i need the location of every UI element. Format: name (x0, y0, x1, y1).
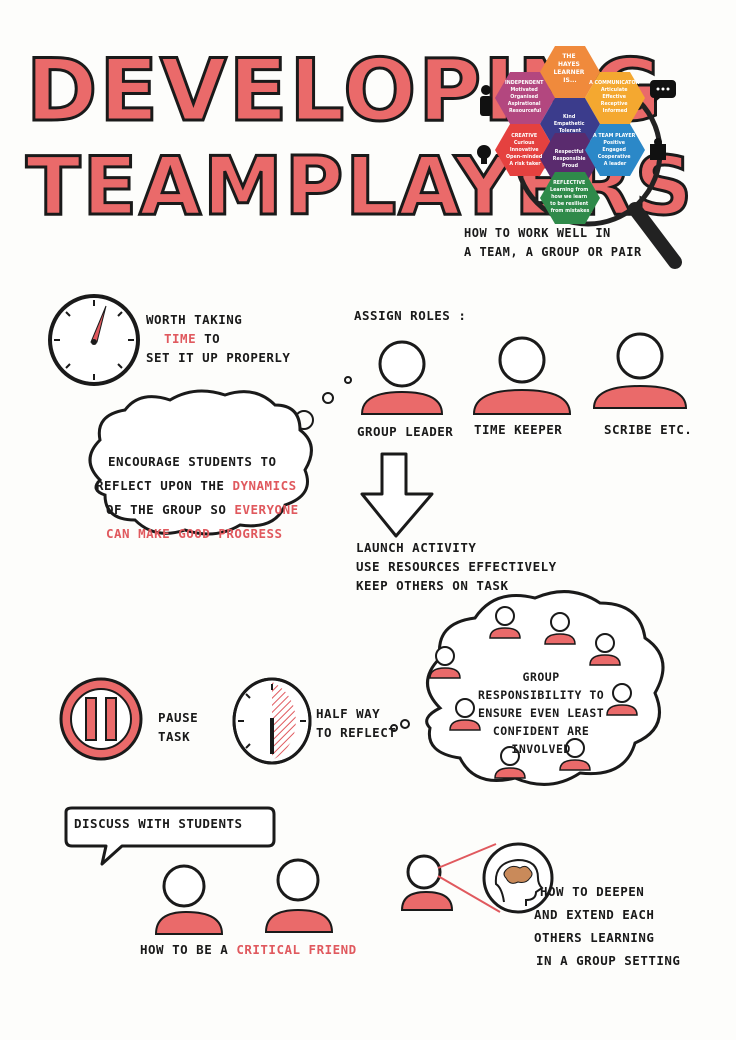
assign-roles-heading: ASSIGN ROLES : (354, 308, 467, 323)
person-scribe (592, 332, 688, 409)
thought-cloud-reflect (88, 376, 352, 536)
svg-text:REFLECTIVE Learning from: REFLECTIVE Learning from how we learn to… (550, 180, 590, 214)
puzzle-icon (650, 138, 666, 160)
halfway-text: HALF WAY TO REFLECT (316, 706, 397, 740)
group-cloud-text: GROUP RESPONSIBILITY TO ENSURE EVEN LEAS… (478, 670, 605, 756)
svg-text:CREATIVE Curious Innov: CREATIVE Curious Innovative Open-minded … (506, 133, 544, 167)
role-label-group-leader: GROUP LEADER (357, 424, 454, 439)
launch-text: LAUNCH ACTIVITY USE RESOURCES EFFECTIVEL… (356, 540, 557, 593)
time-note: WORTH TAKING TIME TO SET IT UP PROPERLY (146, 312, 291, 365)
pause-task-text: PAUSE TASK (158, 710, 199, 744)
discuss-text: DISCUSS WITH STUDENTS (74, 816, 243, 831)
hayes-learner-hexagons: THE HAYES LEARNER IS... INDEPENDENT Moti… (477, 46, 682, 269)
person-thinker (400, 854, 454, 911)
intro-text: HOW TO WORK WELL IN A TEAM, A GROUP OR P… (464, 226, 642, 259)
svg-text:INDEPENDENT Motivated: INDEPENDENT Motivated Organised Aspirati… (505, 80, 545, 114)
pause-icon (59, 677, 143, 761)
person-group-leader (360, 340, 444, 415)
svg-text:Kind Empathetic Tolera: Kind Empathetic Tolerant (554, 114, 586, 134)
svg-text:A TEAM PLAYER Positive: A TEAM PLAYER Positive Engaged Cooperati… (593, 133, 637, 167)
role-label-time-keeper: TIME KEEPER (474, 422, 563, 437)
lightbulb-icon (477, 145, 491, 164)
speech-bubble (64, 806, 276, 866)
deepen-text: HOW TO DEEPEN AND EXTEND EACH OTHERS LEA… (534, 884, 681, 968)
brain-zoom-figure (400, 842, 554, 914)
down-arrow-icon (360, 452, 434, 538)
clock-icon (48, 294, 140, 386)
person-friend-1 (154, 864, 224, 935)
half-clock-icon (232, 677, 312, 765)
thought-dots (390, 719, 410, 732)
critical-friend-text: HOW TO BE A CRITICAL FRIEND (140, 942, 357, 957)
speech-bubble-icon (650, 80, 676, 103)
person-friend-2 (264, 858, 334, 933)
role-label-scribe: SCRIBE etc. (604, 422, 693, 437)
group-cloud (425, 590, 665, 786)
person-time-keeper (472, 336, 572, 415)
svg-text:A COMMUNICATOR Articulate: A COMMUNICATOR Articulate Effective Rece… (589, 80, 641, 114)
cloud-reflect-text: ENCOURAGE STUDENTS TO REFLECT UPON THE D… (96, 454, 299, 541)
critical-friend-figures (154, 858, 334, 935)
svg-text:Respectful Responsible: Respectful Responsible Proud (553, 149, 587, 169)
role-figures (360, 332, 688, 415)
svg-text:THE HAYES LEARNER: THE HAYES LEARNER IS... (553, 53, 586, 84)
person-icon (480, 85, 492, 116)
brain-icon (494, 858, 544, 906)
